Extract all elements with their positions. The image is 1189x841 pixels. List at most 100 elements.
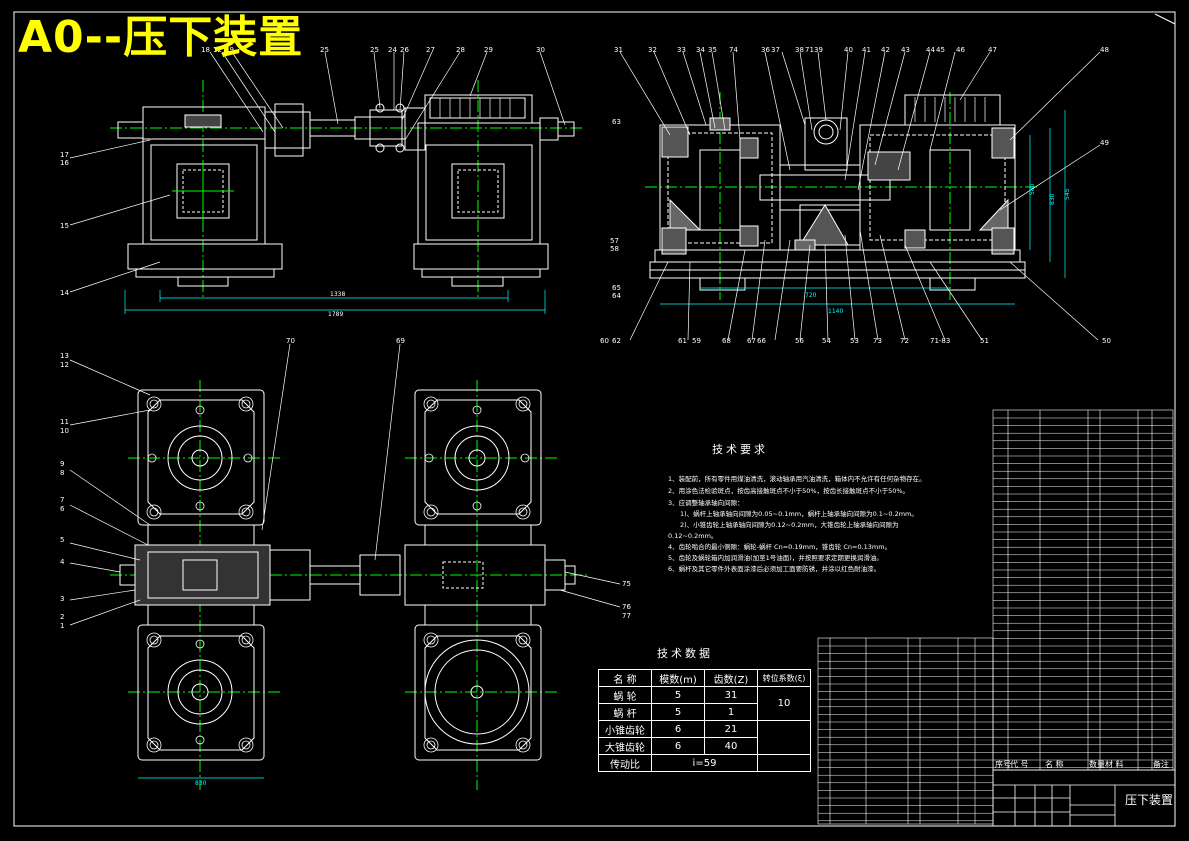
label-23: 26 [400,46,409,54]
svg-text:59: 59 [692,337,701,345]
row-shift: 10 [757,686,811,721]
label-14: 14 [60,289,69,297]
front-view-labels: 18 12 19 25 25 24 26 27 28 29 30 17 16 1… [60,46,545,318]
tech-requirement-3c: 0.12~0.2mm。 [668,532,718,540]
label-18: 18 [201,46,210,54]
label-25: 25 [320,46,329,54]
svg-text:6: 6 [60,505,65,513]
table-header-row: 名 称 模数(m) 齿数(Z) 转位系数(ξ) [598,669,811,687]
svg-text:62: 62 [612,337,621,345]
row-teeth: 21 [704,720,758,738]
tech-requirement-2: 2、用涂色法检验斑点，按齿高接触斑点不小于50%，按齿长接触斑点不小于50%。 [668,487,910,495]
svg-text:74: 74 [729,46,738,54]
svg-text:11: 11 [60,418,69,426]
label-19: 19 [225,46,234,54]
tech-requirement-4: 4、齿轮啮合的最小侧隙：蜗轮-蜗杆 Cn=0.19mm，锥齿轮 Cn=0.13m… [668,543,892,551]
row-teeth: 31 [704,686,758,704]
ratio-value: i=59 [651,754,758,772]
header-module: 模数(m) [651,669,705,687]
svg-text:42: 42 [881,46,890,54]
tech-requirement-3b: 2)、小锥齿轮上轴承轴向间隙为0.12~0.2mm，大锥齿轮上轴承轴向间隙为 [680,521,899,529]
table-row: 大锥齿轮 6 40 [598,737,811,755]
svg-text:41: 41 [862,46,871,54]
svg-text:65: 65 [612,284,621,292]
svg-text:51: 51 [980,337,989,345]
tech-requirement-6: 6、蜗杆及其它零件外表面涂漆后必须加工面要防锈，并涂以红色耐油漆。 [668,565,881,573]
svg-text:9: 9 [60,460,64,468]
svg-text:36: 36 [761,46,770,54]
svg-text:10: 10 [60,427,69,435]
col-code: 代 号 [1010,760,1029,769]
label-29: 29 [484,46,493,54]
tech-requirement-3a: 1)、蜗杆上轴承轴向间隙为0.05~0.1mm，蜗杆上轴承轴向间隙为0.1~0.… [680,510,918,518]
svg-text:1140: 1140 [828,308,843,315]
ratio-empty [757,754,811,772]
svg-text:68: 68 [722,337,731,345]
row-module: 6 [651,720,705,738]
svg-text:63: 63 [612,118,621,126]
label-17: 17 [60,151,69,159]
svg-text:64: 64 [612,292,621,300]
header-teeth: 齿数(Z) [704,669,758,687]
label-12: 12 [213,46,222,54]
tech-requirement-3: 3、应调整轴承轴向间隙： [668,499,744,507]
svg-text:77: 77 [622,612,631,620]
svg-text:54: 54 [822,337,831,345]
row-name: 蜗 轮 [598,686,652,704]
svg-text:73: 73 [873,337,882,345]
svg-text:34: 34 [696,46,705,54]
svg-text:70: 70 [286,337,295,345]
svg-text:2: 2 [60,613,64,621]
col-qty: 数量 [1089,760,1105,769]
table-row: 传动比 i=59 [598,754,811,772]
svg-text:8: 8 [60,469,64,477]
tech-requirement-1: 1、装配前，所有零件用煤油清洗，滚动轴承用汽油清洗，箱体内不允许有任何杂物存在。 [668,475,926,483]
row-name: 小锥齿轮 [598,720,652,738]
svg-text:39: 39 [814,46,823,54]
front-view [69,51,585,314]
svg-text:4: 4 [60,558,65,566]
svg-text:33: 33 [677,46,686,54]
svg-text:69: 69 [396,337,405,345]
row-name: 蜗 杆 [598,703,652,721]
col-name: 名 称 [1045,760,1064,769]
svg-text:71-83: 71-83 [930,337,950,345]
label-28: 28 [456,46,465,54]
svg-text:830: 830 [1049,193,1056,205]
svg-text:3: 3 [60,595,64,603]
row-module: 5 [651,686,705,704]
svg-text:60: 60 [600,337,609,345]
header-shift: 转位系数(ξ) [757,669,811,687]
col-material: 材 料 [1105,760,1124,769]
svg-text:47: 47 [988,46,997,54]
row-shift [757,720,811,755]
table-row: 蜗 轮 5 31 10 [598,686,811,721]
label-27: 27 [426,46,435,54]
svg-text:53: 53 [850,337,859,345]
svg-text:13: 13 [60,352,69,360]
svg-text:71: 71 [805,46,814,54]
label-30: 30 [536,46,545,54]
svg-text:46: 46 [956,46,965,54]
svg-text:66: 66 [757,337,766,345]
svg-text:830: 830 [195,780,207,787]
svg-text:32: 32 [648,46,657,54]
svg-text:1: 1 [60,622,64,630]
title-block-name: 压下装置 [1125,793,1174,807]
header-name: 名 称 [598,669,652,687]
svg-text:31: 31 [614,46,623,54]
label-24: 25 [370,46,379,54]
ratio-label: 传动比 [598,754,652,772]
svg-text:12: 12 [60,361,69,369]
svg-text:38: 38 [795,46,804,54]
col-remark: 备注 [1153,760,1169,769]
svg-text:67: 67 [747,337,756,345]
col-index: 序号 [995,760,1011,769]
title-block [992,769,1176,827]
drawing-title: A0--压下装置 [18,12,304,63]
svg-text:580: 580 [1029,183,1036,195]
svg-text:720: 720 [805,292,817,299]
svg-text:58: 58 [610,245,619,253]
section-view [619,51,1101,341]
tech-data-title: 技术数据 [657,647,713,660]
